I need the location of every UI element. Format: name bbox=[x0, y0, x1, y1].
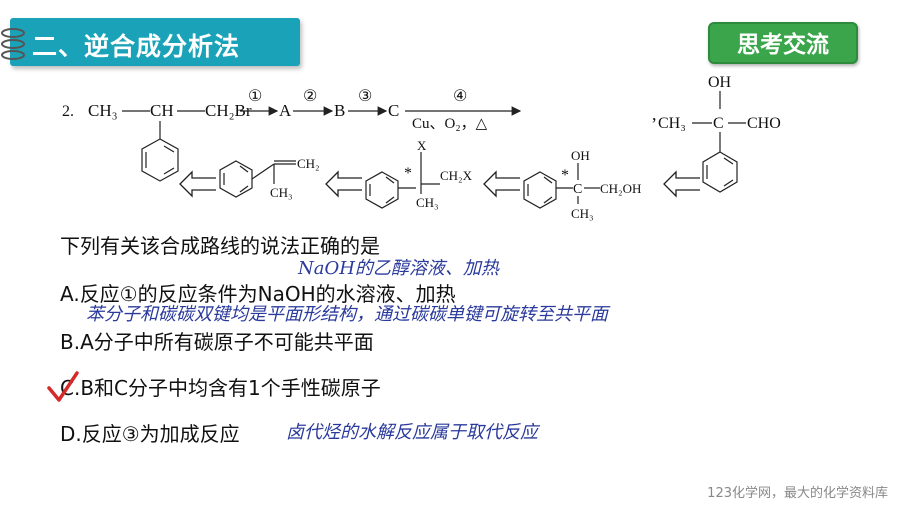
diol-ch2oh: CH₂OH bbox=[600, 181, 641, 196]
intermediate-c: C bbox=[388, 101, 399, 120]
checkmark-icon bbox=[47, 371, 79, 402]
step-1-label: ① bbox=[248, 88, 262, 105]
discuss-badge: 思考交流 bbox=[708, 22, 858, 64]
alkene-ch3: CH₃ bbox=[270, 185, 293, 200]
chiral-star: * bbox=[404, 165, 412, 182]
reactant-ch2br: CH₂Br bbox=[205, 101, 252, 120]
retro-arrow-icon bbox=[483, 170, 520, 198]
step-4-label: ④ bbox=[453, 88, 467, 105]
reactant-ch3: CH₃ bbox=[88, 101, 118, 120]
step-3-label: ③ bbox=[358, 88, 372, 105]
diol-c: C bbox=[573, 182, 582, 197]
dihalide-x: X bbox=[417, 138, 427, 153]
synthesis-route-diagram: 2. CH₃ CH CH₂Br ① A ② B ③ C ④ Cu、O₂，△ , … bbox=[62, 74, 781, 221]
benzene-ring-icon bbox=[219, 160, 253, 198]
intermediate-a: A bbox=[279, 101, 292, 120]
annotation-a: NaOH的乙醇溶液、加热 bbox=[298, 258, 499, 279]
retro-arrow-icon bbox=[179, 170, 216, 198]
dihalide-ch3: CH₃ bbox=[416, 195, 439, 210]
watermark-text: 123化学网，最大的化学资料库 bbox=[707, 486, 888, 501]
product-oh: OH bbox=[708, 74, 732, 91]
product-c: C bbox=[713, 115, 724, 132]
option-c: C.B和C分子中均含有1个手性碳原子 bbox=[60, 376, 381, 400]
option-d: D.反应③为加成反应 bbox=[60, 422, 240, 446]
diol-oh: OH bbox=[571, 148, 590, 163]
binder-rings-icon bbox=[1, 28, 25, 60]
question-stem: 下列有关该合成路线的说法正确的是 bbox=[60, 234, 380, 258]
section-title: 二、逆合成分析法 bbox=[32, 32, 241, 61]
product-comma: , bbox=[652, 104, 657, 124]
section-banner: 二、逆合成分析法 bbox=[10, 18, 300, 66]
annotation-b: 苯分子和碳碳双键均是平面形结构，通过碳碳单键可旋转至共平面 bbox=[86, 304, 608, 325]
product-ch3: CH₃ bbox=[658, 115, 686, 132]
benzene-ring-icon bbox=[702, 151, 738, 193]
retro-arrow-icon bbox=[663, 170, 700, 198]
benzene-ring-icon bbox=[141, 138, 179, 182]
dihalide-ch2x: CH₂X bbox=[440, 168, 473, 183]
benzene-ring-icon bbox=[523, 171, 557, 209]
step-4-conditions: Cu、O₂，△ bbox=[412, 116, 488, 132]
problem-number: 2. bbox=[62, 103, 74, 120]
step-2-label: ② bbox=[303, 88, 317, 105]
option-b: B.A分子中所有碳原子不可能共平面 bbox=[60, 330, 374, 354]
benzene-ring-icon bbox=[365, 171, 399, 209]
intermediate-b: B bbox=[334, 101, 345, 120]
annotation-d: 卤代烃的水解反应属于取代反应 bbox=[286, 422, 538, 443]
product-cho: CHO bbox=[747, 115, 781, 132]
alkene-ch2: CH₂ bbox=[297, 156, 320, 171]
retro-arrow-icon bbox=[325, 170, 362, 198]
diol-ch3: CH₃ bbox=[571, 206, 594, 221]
reactant-ch: CH bbox=[150, 101, 174, 120]
option-a: A.反应①的反应条件为NaOH的水溶液、加热 bbox=[60, 282, 456, 306]
chiral-star: * bbox=[561, 167, 569, 184]
